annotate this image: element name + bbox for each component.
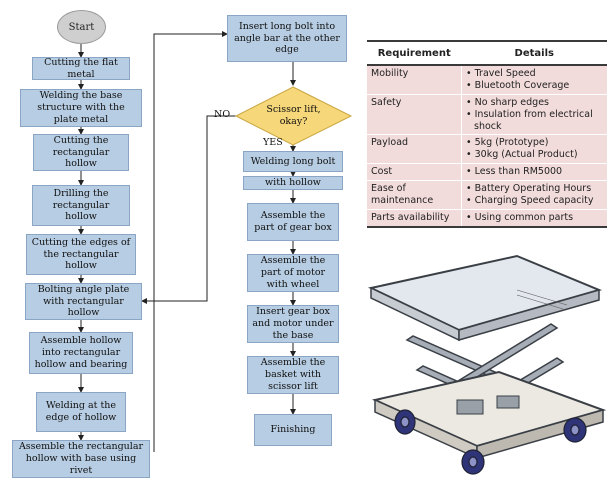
step-assemble-motor-wheel: Assemble the part of motor with wheel — [247, 254, 339, 292]
step-insert-gear-box-motor: Insert gear box and motor under the base — [247, 305, 339, 343]
step-welding-base: Welding the base structure with the plat… — [20, 89, 142, 127]
detail-item: Charging Speed capacity — [474, 194, 594, 206]
detail-item: Less than RM5000 — [474, 166, 563, 178]
detail-item: Battery Operating Hours — [474, 183, 592, 194]
row-details: • Using common parts — [461, 209, 607, 228]
row-requirement: Mobility — [367, 65, 462, 95]
table-row: Cost • Less than RM5000 — [367, 163, 607, 181]
start-node: Start — [57, 10, 106, 44]
row-requirement: Payload — [367, 134, 462, 165]
step-assemble-hollow: Assemble hollow into rectangular hollow … — [29, 332, 133, 374]
step-assemble-rivet: Assemble the rectangular hollow with bas… — [12, 440, 150, 478]
decision-diamond — [234, 86, 353, 146]
step-assemble-gear-box: Assemble the part of gear box — [247, 203, 339, 241]
detail-item: Using common parts — [474, 211, 574, 223]
table-row: Mobility • Travel Speed • Bluetooth Cove… — [367, 65, 607, 95]
row-details: • Travel Speed • Bluetooth Coverage — [461, 65, 607, 95]
no-label: NO — [214, 109, 231, 120]
step-cutting-flat-metal: Cutting the flat metal — [32, 57, 130, 80]
step-cutting-hollow: Cutting the rectangular hollow — [33, 134, 129, 171]
row-requirement: Safety — [367, 94, 462, 136]
row-details: • Battery Operating Hours • Charging Spe… — [461, 180, 607, 210]
table-row: Parts availability • Using common parts — [367, 209, 607, 228]
row-details: • 5kg (Prototype) • 30kg (Actual Product… — [461, 134, 607, 165]
row-details: • No sharp edges • Insulation from elect… — [461, 94, 607, 136]
decision-scissor-lift: Scissor lift, okay? — [266, 103, 321, 127]
row-requirement: Ease of maintenance — [367, 180, 462, 210]
step-welding-long-bolt: Welding long bolt — [243, 151, 343, 172]
detail-item: Insulation from electrical shock — [474, 108, 593, 132]
table-row: Payload • 5kg (Prototype) • 30kg (Actual… — [367, 134, 607, 165]
header-requirement: Requirement — [367, 40, 462, 66]
table-row: Safety • No sharp edges • Insulation fro… — [367, 94, 607, 136]
detail-item: No sharp edges — [474, 96, 550, 108]
step-finishing: Finishing — [254, 414, 332, 446]
step-insert-long-bolt: Insert long bolt into angle bar at the o… — [227, 15, 347, 62]
step-drilling-hollow: Drilling the rectangular hollow — [32, 185, 130, 226]
row-details: • Less than RM5000 — [461, 163, 607, 181]
detail-item: 5kg (Prototype) — [474, 137, 549, 149]
step-welding-edge: Welding at the edge of hollow — [36, 392, 126, 432]
header-details: Details — [461, 40, 607, 66]
table-row: Ease of maintenance • Battery Operating … — [367, 180, 607, 210]
row-requirement: Cost — [367, 163, 462, 181]
detail-item: 30kg (Actual Product) — [474, 149, 578, 161]
detail-item: Travel Speed — [474, 68, 536, 79]
step-with-hollow: with hollow — [243, 176, 343, 190]
scissor-lift-cad-render — [367, 250, 607, 475]
step-cutting-edges: Cutting the edges of the rectangular hol… — [26, 234, 136, 275]
detail-item: Bluetooth Coverage — [474, 79, 570, 91]
step-assemble-basket: Assemble the basket with scissor lift — [247, 356, 339, 394]
step-bolting-angle-plate: Bolting angle plate with rectangular hol… — [25, 283, 142, 320]
requirements-table: Requirement Details Mobility • Travel Sp… — [367, 40, 607, 228]
yes-label: YES — [263, 137, 283, 148]
row-requirement: Parts availability — [367, 209, 462, 228]
